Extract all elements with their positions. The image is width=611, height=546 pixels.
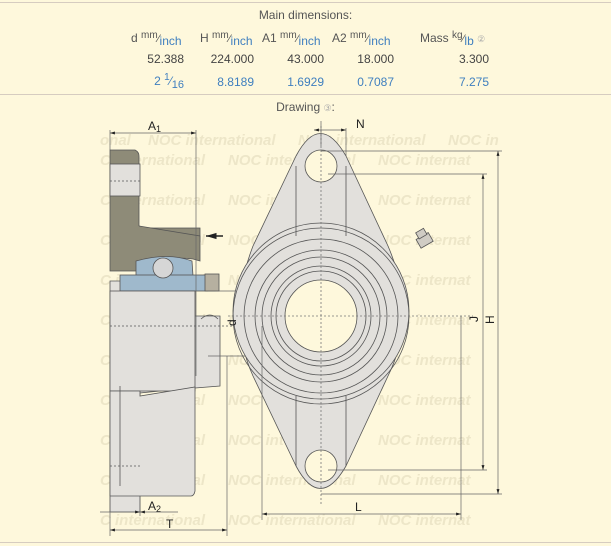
svg-text:NOC international: NOC international [228, 512, 356, 529]
label-n: N [356, 117, 365, 131]
a2-inch-value: 0.7087 [357, 75, 394, 89]
svg-text:NOC internat: NOC internat [378, 152, 472, 169]
front-dimensions [261, 121, 502, 520]
svg-text:NOC internat: NOC internat [378, 472, 472, 489]
mass-lb-value: 7.275 [458, 75, 489, 89]
mass-kg-value: 3.300 [458, 52, 489, 66]
label-h: H [483, 315, 497, 324]
h-mm-value: 224.000 [210, 52, 254, 66]
svg-text:NOC internat: NOC internat [378, 192, 472, 209]
help-icon[interactable]: ② [477, 34, 486, 44]
d-mm-value: 52.388 [147, 52, 184, 66]
svg-text:NOC internat: NOC internat [378, 432, 472, 449]
label-j: J [467, 316, 481, 322]
front-view [228, 126, 473, 506]
svg-text:NOC internat: NOC internat [378, 512, 472, 529]
label-d: d [225, 319, 239, 326]
svg-text:NOC in: NOC in [448, 132, 499, 149]
svg-text:NOC internat: NOC internat [378, 352, 472, 369]
svg-text:onal: onal [100, 132, 132, 149]
bottom-divider [0, 542, 611, 543]
svg-text:NOC international: NOC international [148, 132, 276, 149]
middle-divider [0, 94, 611, 95]
h-inch-value: 8.8189 [217, 75, 254, 89]
a1-mm-value: 43.000 [287, 52, 324, 66]
label-a1: A1 [148, 119, 161, 134]
a1-inch-value: 1.6929 [287, 75, 324, 89]
label-l: L [355, 500, 362, 514]
label-a2: A2 [148, 499, 161, 514]
top-divider [0, 2, 611, 3]
a2-mm-value: 18.000 [357, 52, 394, 66]
label-t: T [166, 517, 174, 531]
main-dimensions-title: Main dimensions: [258, 8, 353, 22]
col-header-d: d mm⁄inch [131, 30, 182, 48]
svg-text:NOC internat: NOC internat [378, 392, 472, 409]
col-header-a2: A2 mm⁄inch [332, 30, 391, 48]
side-view [109, 149, 238, 513]
col-header-a1: A1 mm⁄inch [262, 30, 321, 48]
col-header-mass: Mass kg⁄lb ② [420, 30, 486, 48]
svg-text:C international: C international [100, 512, 206, 529]
d-inch-value: 2 1⁄16 [154, 72, 184, 91]
col-header-h: H mm⁄inch [200, 30, 253, 48]
drawing-title: Drawing ③: [276, 100, 335, 114]
help-icon[interactable]: ③ [323, 103, 332, 113]
